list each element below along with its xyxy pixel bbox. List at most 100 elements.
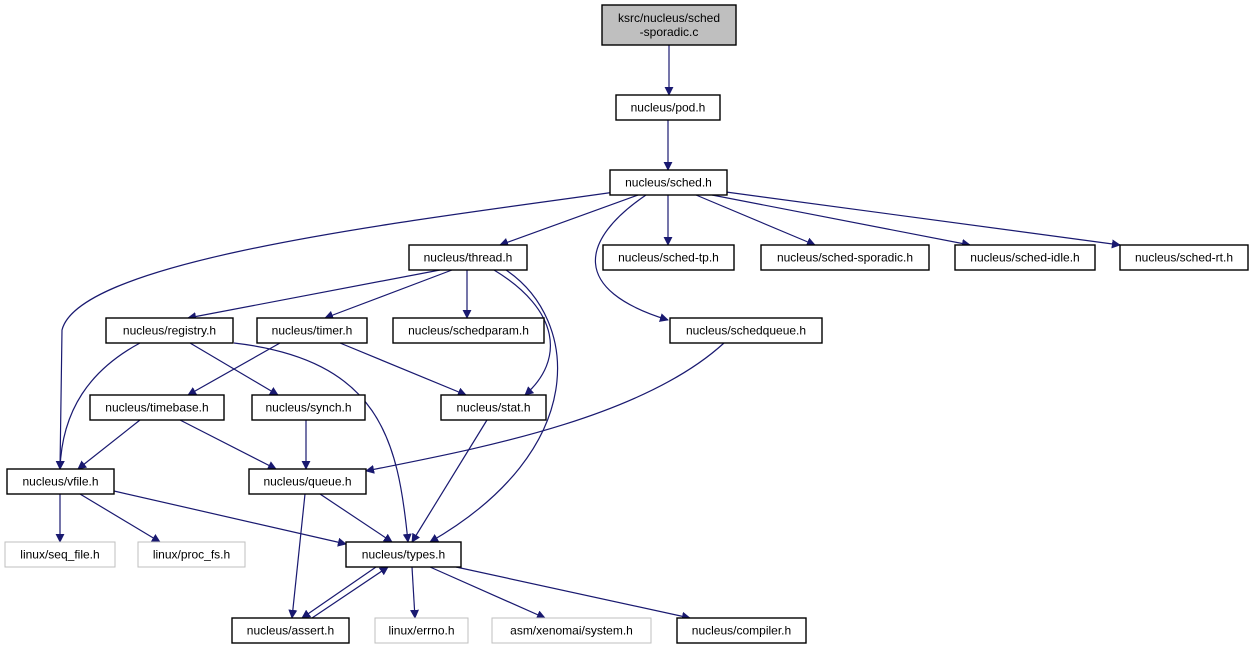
edge-assert-to-types	[311, 566, 389, 619]
node-label: nucleus/vfile.h	[22, 475, 98, 489]
node-label: nucleus/registry.h	[123, 324, 216, 338]
edge-types-to-errno	[410, 566, 420, 619]
node-assert[interactable]: nucleus/assert.h	[231, 617, 350, 644]
edge-types-to-assert	[301, 566, 377, 619]
node-queue[interactable]: nucleus/queue.h	[248, 468, 367, 495]
node-proc-fs: linux/proc_fs.h	[137, 541, 246, 568]
node-label: nucleus/sched-tp.h	[618, 251, 719, 265]
node-root[interactable]: ksrc/nucleus/sched-sporadic.c	[601, 4, 737, 46]
node-box	[137, 541, 246, 568]
node-label: nucleus/synch.h	[265, 401, 351, 415]
edge-vfile-to-proc_fs	[79, 493, 161, 543]
node-sched-rt[interactable]: nucleus/sched-rt.h	[1119, 244, 1249, 271]
edge-sched-to-sched_idle	[711, 194, 971, 248]
node-box	[105, 317, 234, 344]
node-box	[6, 468, 115, 495]
edge-vfile-to-types	[113, 490, 347, 547]
node-label: linux/errno.h	[388, 624, 454, 638]
edge-registry-to-vfile	[55, 342, 141, 470]
node-box	[440, 394, 547, 421]
edge-thread-to-timer	[324, 269, 453, 320]
edge-sched-to-vfile	[55, 190, 623, 470]
node-label: nucleus/pod.h	[631, 101, 706, 115]
edge-timebase-to-vfile	[77, 419, 141, 470]
edges-layer	[55, 45, 1121, 621]
node-label: -sporadic.c	[640, 25, 699, 39]
node-box	[248, 468, 367, 495]
node-errno: linux/errno.h	[374, 617, 469, 644]
node-box	[256, 317, 368, 344]
node-compiler[interactable]: nucleus/compiler.h	[676, 617, 807, 644]
node-label: nucleus/sched-rt.h	[1135, 251, 1233, 265]
edge-types-to-system	[429, 566, 546, 619]
node-sched-sporadic[interactable]: nucleus/sched-sporadic.h	[760, 244, 930, 271]
node-box	[669, 317, 823, 344]
node-box	[89, 394, 225, 421]
node-label: nucleus/queue.h	[263, 475, 351, 489]
node-label: nucleus/timer.h	[272, 324, 353, 338]
edge-queue-to-assert	[288, 493, 306, 619]
node-box	[676, 617, 807, 644]
node-thread[interactable]: nucleus/thread.h	[408, 244, 528, 271]
node-label: asm/xenomai/system.h	[510, 624, 633, 638]
node-box	[601, 4, 737, 46]
edge-timer-to-timebase	[187, 342, 281, 396]
edge-stat-to-types	[411, 419, 488, 543]
node-box	[251, 394, 366, 421]
node-system: asm/xenomai/system.h	[491, 617, 652, 644]
node-box	[1119, 244, 1249, 271]
edge-thread-to-types	[429, 269, 559, 543]
node-box	[954, 244, 1096, 271]
node-label: nucleus/compiler.h	[692, 624, 791, 638]
nodes-layer: ksrc/nucleus/sched-sporadic.c nucleus/pod…	[4, 4, 1249, 644]
node-label: ksrc/nucleus/sched	[618, 11, 720, 25]
node-sched[interactable]: nucleus/sched.h	[609, 169, 728, 196]
node-box	[374, 617, 469, 644]
node-label: nucleus/timebase.h	[105, 401, 208, 415]
node-box	[345, 541, 462, 568]
node-label: nucleus/thread.h	[424, 251, 513, 265]
node-box	[760, 244, 930, 271]
edge-sched-to-schedqueue	[594, 194, 669, 322]
node-box	[231, 617, 350, 644]
node-box	[491, 617, 652, 644]
node-timer[interactable]: nucleus/timer.h	[256, 317, 368, 344]
edge-timer-to-stat	[339, 342, 467, 397]
node-box	[408, 244, 528, 271]
edge-timebase-to-queue	[179, 419, 277, 470]
edge-types-to-compiler	[455, 566, 691, 621]
node-label: nucleus/sched-sporadic.h	[777, 251, 913, 265]
node-sched-tp[interactable]: nucleus/sched-tp.h	[602, 244, 735, 271]
node-stat[interactable]: nucleus/stat.h	[440, 394, 547, 421]
node-label: nucleus/sched.h	[625, 176, 712, 190]
node-pod[interactable]: nucleus/pod.h	[615, 94, 721, 121]
edge-thread-to-stat	[493, 269, 551, 396]
edge-registry-to-types	[233, 342, 412, 543]
node-label: nucleus/stat.h	[456, 401, 530, 415]
node-synch[interactable]: nucleus/synch.h	[251, 394, 366, 421]
node-registry[interactable]: nucleus/registry.h	[105, 317, 234, 344]
node-box	[4, 541, 116, 568]
node-sched-idle[interactable]: nucleus/sched-idle.h	[954, 244, 1096, 271]
node-box	[392, 317, 545, 344]
node-schedparam[interactable]: nucleus/schedparam.h	[392, 317, 545, 344]
node-timebase[interactable]: nucleus/timebase.h	[89, 394, 225, 421]
node-label: nucleus/assert.h	[247, 624, 334, 638]
node-label: nucleus/types.h	[362, 548, 445, 562]
edge-sched-to-sched_sporadic	[695, 194, 816, 247]
node-label: nucleus/sched-idle.h	[970, 251, 1079, 265]
edge-thread-to-registry	[187, 269, 441, 321]
node-label: linux/seq_file.h	[20, 548, 99, 562]
node-types[interactable]: nucleus/types.h	[345, 541, 462, 568]
node-schedqueue[interactable]: nucleus/schedqueue.h	[669, 317, 823, 344]
node-vfile[interactable]: nucleus/vfile.h	[6, 468, 115, 495]
node-box	[602, 244, 735, 271]
node-label: nucleus/schedqueue.h	[686, 324, 806, 338]
node-label: nucleus/schedparam.h	[408, 324, 529, 338]
node-box	[609, 169, 728, 196]
node-label: linux/proc_fs.h	[153, 548, 230, 562]
node-seq-file: linux/seq_file.h	[4, 541, 116, 568]
node-box	[615, 94, 721, 121]
